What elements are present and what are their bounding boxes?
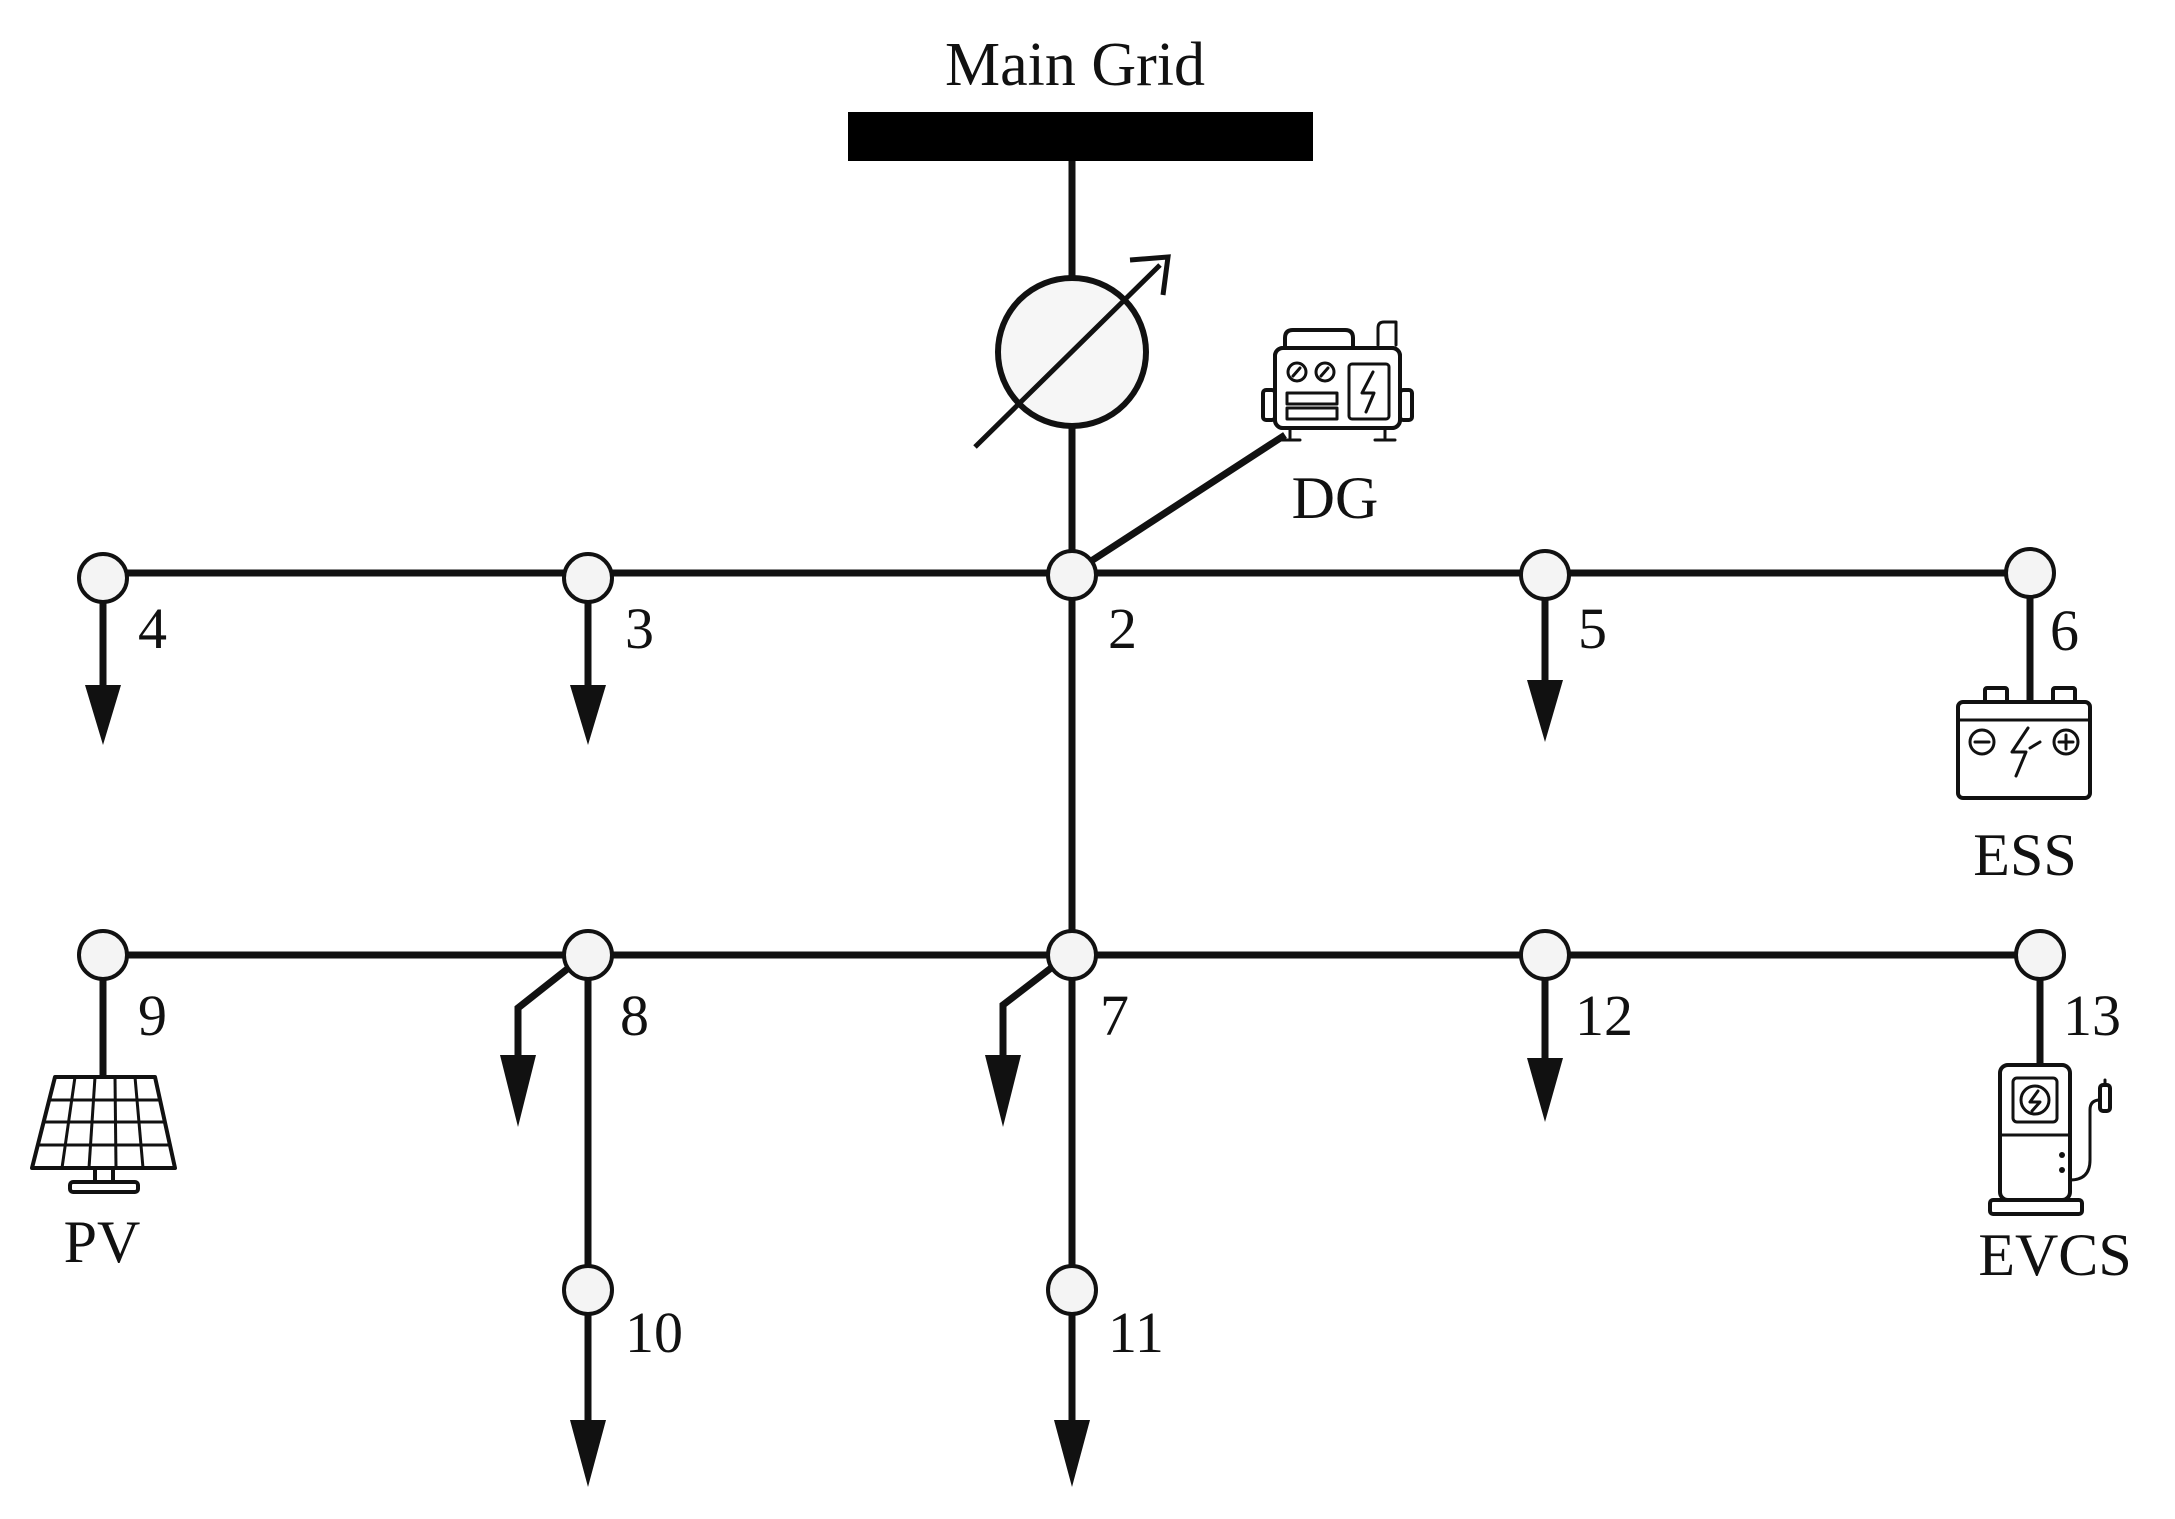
bus-node-9 bbox=[77, 929, 129, 981]
bus-label-13: 13 bbox=[2063, 983, 2121, 1048]
load-bus-10 bbox=[570, 1290, 606, 1487]
pv-label: PV bbox=[64, 1209, 141, 1275]
bus-label-4: 4 bbox=[138, 596, 167, 661]
main-grid-busbar bbox=[848, 112, 1313, 161]
bus-node-12 bbox=[1519, 929, 1571, 981]
bus-label-10: 10 bbox=[625, 1300, 683, 1365]
bus-label-8: 8 bbox=[620, 983, 649, 1048]
main-grid: Main Grid bbox=[848, 31, 1313, 161]
bus-label-11: 11 bbox=[1108, 1300, 1164, 1365]
bus-node-4 bbox=[77, 552, 129, 604]
bus-node-2 bbox=[1046, 549, 1098, 601]
bus-node-6 bbox=[2004, 547, 2056, 599]
bus-node-5 bbox=[1519, 549, 1571, 601]
variable-transformer-icon bbox=[973, 254, 1171, 449]
dg-connection-line bbox=[1083, 432, 1287, 568]
bus-label-5: 5 bbox=[1578, 596, 1607, 661]
ess-label: ESS bbox=[1973, 822, 2076, 888]
bus-node-13 bbox=[2014, 929, 2066, 981]
bus-node-7 bbox=[1046, 929, 1098, 981]
bus-label-12: 12 bbox=[1575, 983, 1633, 1048]
dg-label: DG bbox=[1292, 465, 1379, 531]
bus-label-6: 6 bbox=[2050, 598, 2079, 663]
main-grid-label: Main Grid bbox=[945, 31, 1205, 99]
bus-label-9: 9 bbox=[138, 983, 167, 1048]
load-bus-7 bbox=[985, 952, 1071, 1127]
battery-icon bbox=[1956, 686, 2092, 800]
ev-charger-icon bbox=[1988, 1063, 2112, 1216]
load-bus-8 bbox=[500, 952, 588, 1127]
bus-label-7: 7 bbox=[1100, 983, 1129, 1048]
load-bus-11 bbox=[1054, 1290, 1090, 1487]
bus-node-3 bbox=[562, 552, 614, 604]
bus-label-3: 3 bbox=[625, 596, 654, 661]
bus-node-11 bbox=[1046, 1264, 1098, 1316]
generator-icon bbox=[1261, 320, 1414, 442]
bus-node-8 bbox=[562, 929, 614, 981]
evcs-label: EVCS bbox=[1978, 1222, 2131, 1288]
bus-label-2: 2 bbox=[1108, 596, 1137, 661]
solar-panel-icon bbox=[30, 1075, 177, 1194]
bus-node-10 bbox=[562, 1264, 614, 1316]
